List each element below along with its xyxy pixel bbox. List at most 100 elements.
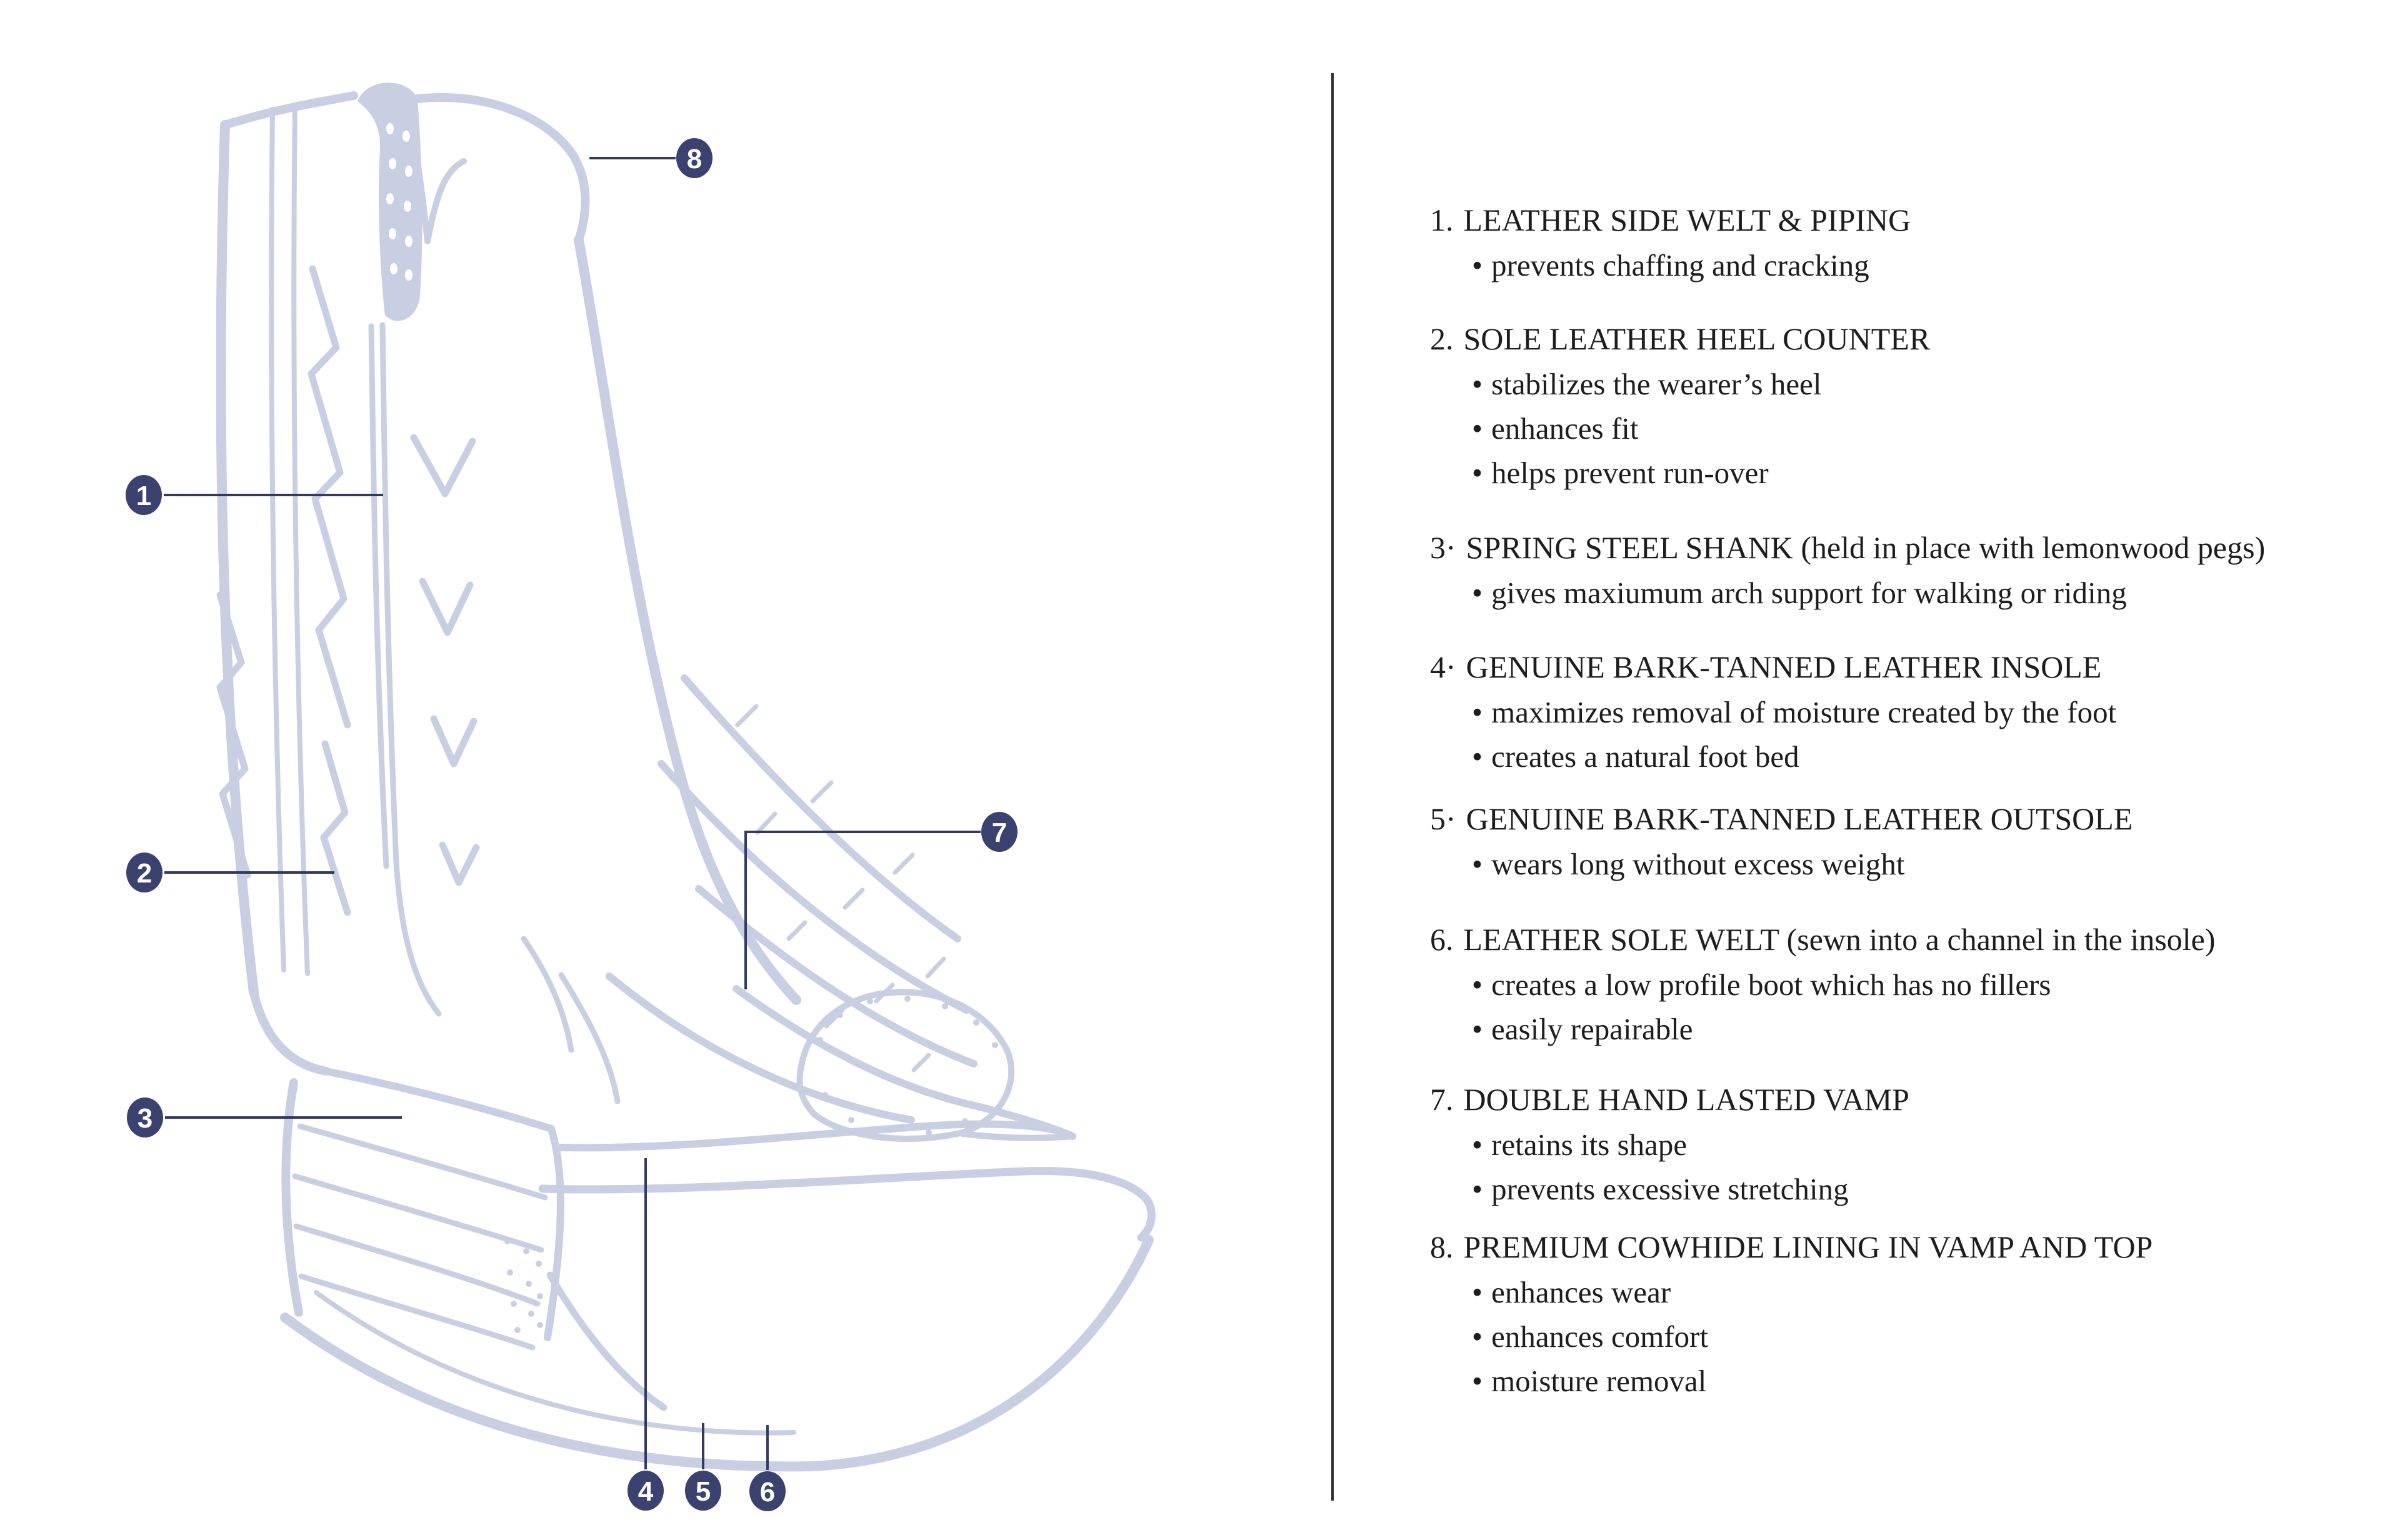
bullet-glyph: • [1472,248,1483,282]
toe-stipple [817,996,998,1136]
bullet-text: easily repairable [1491,1012,1693,1046]
feature-title: 5· GENUINE BARK-TANNED LEATHER OUTSOLE [1430,800,2355,838]
feature-bullet: •enhances wear [1472,1270,2355,1314]
feature-item-4: 4· GENUINE BARK-TANNED LEATHER INSOLE •ma… [1430,648,2355,779]
feature-item-2: 2.SOLE LEATHER HEEL COUNTER •stabilizes … [1430,320,2355,495]
feature-number: 8. [1430,1229,1454,1264]
feature-bullet: •enhances fit [1472,406,2355,451]
boot-illustration: 1 2 3 4 5 6 7 [126,82,1156,1511]
callout-2: 2 [126,852,162,892]
bullet-text: creates a natural foot bed [1491,739,1799,774]
feature-number: 2. [1430,321,1454,356]
bullet-glyph: • [1472,1364,1483,1398]
bullet-text: gives maxiumum arch support for walking … [1491,576,2127,610]
callout-4-label: 4 [638,1476,654,1507]
feature-title-text: GENUINE BARK-TANNED LEATHER OUTSOLE [1466,801,2133,836]
feature-number: 4· [1430,649,1456,684]
callout-1: 1 [126,475,162,515]
feature-title-text: SOLE LEATHER HEEL COUNTER [1463,321,1931,356]
feature-bullet: •retains its shape [1472,1122,2355,1167]
bullet-glyph: • [1472,367,1483,401]
feature-title: 7. DOUBLE HAND LASTED VAMP [1430,1081,2355,1118]
feature-item-7: 7. DOUBLE HAND LASTED VAMP •retains its s… [1430,1081,2355,1211]
bullet-text: stabilizes the wearer’s heel [1491,367,1822,401]
feature-bullet: •moisture removal [1472,1359,2355,1403]
feature-number: 7. [1430,1082,1454,1117]
bullet-text: moisture removal [1491,1364,1707,1398]
feature-title: 3· SPRING STEEL SHANK (held in place with… [1430,529,2355,566]
feature-number: 3· [1430,530,1456,565]
callout-4: 4 [628,1471,664,1511]
callout-badges: 1 2 3 4 5 6 7 [126,138,1018,1511]
bullet-text: wears long without excess weight [1491,847,1905,881]
callout-7: 7 [981,812,1018,852]
feature-title-text: PREMIUM COWHIDE LINING IN VAMP AND TOP [1463,1229,2153,1264]
bullet-glyph: • [1472,695,1483,729]
bullet-text: enhances fit [1491,411,1639,446]
feature-bullet: •wears long without excess weight [1472,842,2355,886]
feature-title: 1.LEATHER SIDE WELT & PIPING [1430,201,2355,239]
bullet-text: prevents excessive stretching [1491,1172,1849,1206]
bullet-text: creates a low profile boot which has no … [1491,968,2051,1002]
bullet-text: prevents chaffing and cracking [1491,248,1869,282]
feature-bullet: •maximizes removal of moisture created b… [1472,690,2355,734]
feature-number: 5· [1430,801,1456,836]
leader-lines [164,157,981,1470]
feature-bullet: •easily repairable [1472,1007,2355,1051]
feature-item-5: 5· GENUINE BARK-TANNED LEATHER OUTSOLE •w… [1430,800,2355,886]
feature-title: 4· GENUINE BARK-TANNED LEATHER INSOLE [1430,648,2355,686]
feature-title-text: DOUBLE HAND LASTED VAMP [1463,1082,1909,1117]
heel-stipple [504,1238,543,1333]
callout-6-label: 6 [760,1477,775,1508]
callout-3: 3 [127,1098,163,1138]
feature-title: 6.LEATHER SOLE WELT (sewn into a channel… [1430,921,2355,958]
feature-title-text: SPRING STEEL SHANK (held in place with l… [1466,530,2266,565]
callout-7-label: 7 [992,818,1007,848]
callout-3-label: 3 [138,1103,152,1134]
feature-number: 6. [1430,922,1454,957]
bullet-text: enhances comfort [1491,1319,1709,1354]
bullet-glyph: • [1472,576,1483,610]
feature-bullet: •prevents chaffing and cracking [1472,243,2355,288]
feature-bullet: •creates a low profile boot which has no… [1472,962,2355,1007]
wrinkle-ticks [735,704,946,1072]
bullet-text: maximizes removal of moisture created by… [1491,695,2117,729]
bullet-text: retains its shape [1491,1128,1688,1162]
bullet-glyph: • [1472,456,1483,490]
feature-bullet: •gives maxiumum arch support for walking… [1472,571,2355,615]
callout-6: 6 [749,1471,786,1511]
feature-item-8: 8. PREMIUM COWHIDE LINING IN VAMP AND TOP… [1430,1228,2355,1403]
bullet-glyph: • [1472,739,1483,774]
bullet-glyph: • [1472,968,1483,1002]
bullet-text: enhances wear [1491,1275,1671,1309]
feature-title: 8. PREMIUM COWHIDE LINING IN VAMP AND TOP [1430,1228,2355,1266]
feature-bullet: •helps prevent run-over [1472,451,2355,495]
feature-title-text: GENUINE BARK-TANNED LEATHER INSOLE [1466,649,2102,684]
feature-item-1: 1.LEATHER SIDE WELT & PIPING •prevents c… [1430,201,2355,288]
callout-5-label: 5 [696,1476,711,1507]
vertical-divider [1331,73,1334,1501]
bullet-glyph: • [1472,411,1483,446]
feature-title: 2. SOLE LEATHER HEEL COUNTER [1430,320,2355,358]
pull-strap-stipple [386,123,412,281]
bullet-glyph: • [1472,1012,1483,1046]
feature-title-text: LEATHER SIDE WELT & PIPING [1463,202,1911,238]
bullet-glyph: • [1472,847,1483,881]
feature-bullet: •prevents excessive stretching [1472,1167,2355,1211]
bullet-glyph: • [1472,1128,1483,1162]
callout-5: 5 [685,1471,721,1511]
feature-item-3: 3· SPRING STEEL SHANK (held in place with… [1430,529,2355,615]
feature-bullet: •creates a natural foot bed [1472,734,2355,779]
feature-number: 1. [1430,202,1454,238]
leader-line-7 [744,831,981,989]
feature-bullet: •stabilizes the wearer’s heel [1472,362,2355,406]
bullet-glyph: • [1472,1172,1483,1206]
bullet-text: helps prevent run-over [1491,456,1769,490]
callout-8-label: 8 [687,144,702,174]
callout-8: 8 [676,138,712,178]
boot-art [216,82,1156,1472]
bullet-glyph: • [1472,1319,1483,1354]
callout-2-label: 2 [137,858,152,889]
callout-1-label: 1 [136,481,151,511]
